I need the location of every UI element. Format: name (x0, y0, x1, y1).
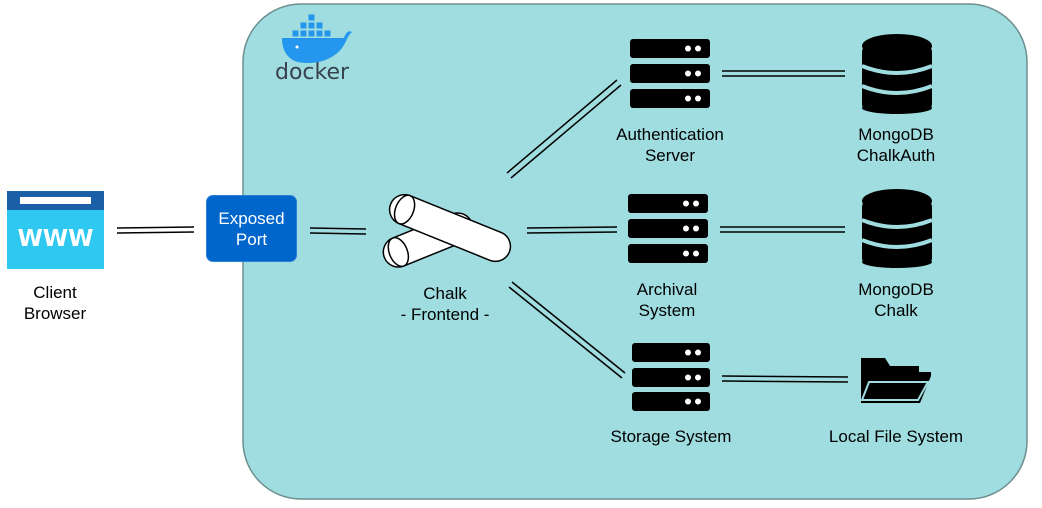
archival-server-icon (628, 194, 708, 263)
mongodb-chalk-database-icon (861, 189, 933, 268)
mongodb-chalkauth-label: MongoDB ChalkAuth (856, 125, 936, 165)
connection-port-to-frontend (309, 227, 367, 235)
storage-server-icon (632, 343, 710, 411)
exposed-port-box: Exposed Port (206, 195, 297, 262)
connection-auth-to-mongo-auth (722, 70, 845, 77)
docker-whale-icon (282, 13, 352, 64)
connection-frontend-to-archival (526, 226, 618, 234)
mongodb-chalkauth-database-icon (861, 34, 933, 114)
docker-logo-text: docker (275, 60, 350, 85)
frontend-cylinders-icon (382, 193, 512, 268)
browser-window-icon: WWW (7, 191, 104, 269)
connection-archival-to-mongo-chalk (720, 226, 845, 233)
exposed-port-line2: Port (235, 229, 268, 249)
connection-frontend-to-auth (506, 79, 622, 179)
connection-storage-to-local-fs (721, 375, 849, 383)
client-browser-label: Client Browser (23, 283, 87, 323)
connection-browser-to-port (116, 226, 195, 234)
auth-server-label: Authentication Server (616, 125, 724, 165)
browser-www-text: WWW (17, 226, 93, 252)
local-file-system-label: Local File System (828, 427, 964, 446)
connection-frontend-to-storage (508, 281, 626, 379)
mongodb-chalk-label: MongoDB Chalk (858, 280, 934, 320)
archival-system-label: Archival System (636, 280, 698, 320)
folder-icon (860, 358, 931, 403)
exposed-port-line1: Exposed (218, 208, 285, 228)
storage-system-label: Storage System (610, 427, 732, 446)
frontend-label: Chalk - Frontend - (400, 284, 490, 324)
auth-server-icon (630, 39, 710, 108)
